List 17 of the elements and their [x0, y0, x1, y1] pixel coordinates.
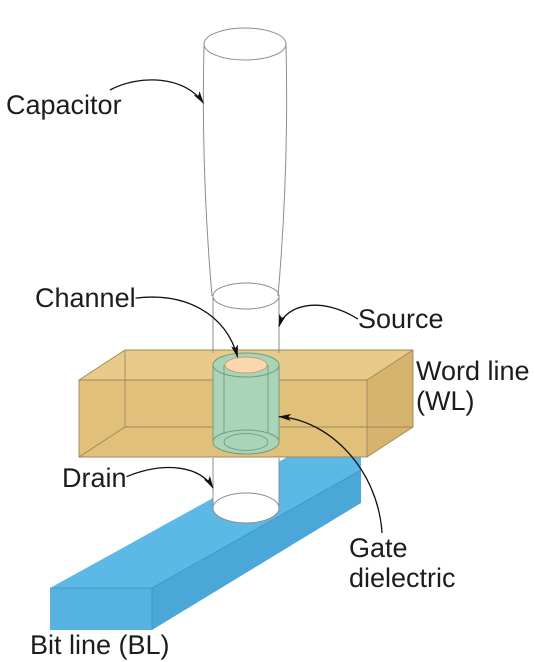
- drain-region: [212, 458, 280, 524]
- gate-dielectric-sleeve: [212, 352, 280, 454]
- source-region: [212, 282, 280, 354]
- bit-line-label: Bit line (BL): [30, 630, 170, 660]
- leader-line: [278, 304, 358, 328]
- leader-line: [278, 414, 383, 534]
- leader-line: [136, 296, 238, 358]
- gate-dielectric-label: Gate dielectric: [349, 533, 467, 594]
- leader-line: [126, 466, 214, 489]
- source-label: Source: [358, 304, 444, 334]
- word-line-label: Word line (WL): [416, 356, 531, 416]
- capacitor-label: Capacitor: [6, 90, 122, 120]
- leader-line: [110, 79, 204, 104]
- channel-label: Channel: [35, 283, 136, 314]
- drain-label: Drain: [62, 463, 127, 494]
- capacitor-cylinder: [202, 28, 288, 296]
- channel-disc: [224, 356, 268, 374]
